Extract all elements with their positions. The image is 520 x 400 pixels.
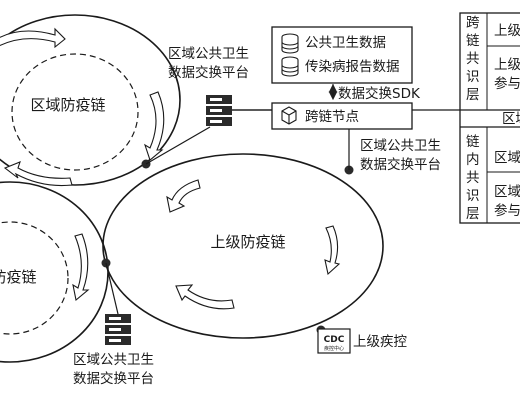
platform-right-label: 数据交换平台 [360,156,441,173]
data-sources-panel: 公共卫生数据 传染病报告数据 [271,26,413,84]
cdc-logo: CDC 疾控中心 [317,328,351,354]
regional-chain-top-label: 区域防疫链 [30,96,105,114]
upper-chain: 上级防疫链 [102,153,384,339]
consensus-divider-label: 区域 [502,111,520,127]
in-chain-layer-char: 层 [466,206,480,222]
cycle-arrow-icon [0,27,66,49]
platform-bottom-label: 数据交换平台 [73,370,154,387]
cycle-arrow-icon [72,233,90,302]
server-icon [105,314,131,345]
consensus-panel: 跨 链 共 识 层 上级 上级 参与 区域 链 内 共 识 层 区域 区域 参与 [459,12,520,224]
cross-chain-layer-char: 识 [466,69,480,85]
in-chain-layer-char: 识 [466,188,480,204]
database-icon [281,56,299,77]
cycle-arrow-icon [144,91,165,161]
cross-node-label: 跨链节点 [305,109,359,125]
in-chain-layer-char: 链 [466,134,480,150]
cdc-logo-text: CDC [324,335,345,345]
cdc-logo-subtext: 疾控中心 [324,345,344,352]
platform-top-label: 数据交换平台 [168,64,249,81]
sdk-label: 数据交换SDK [338,85,421,102]
cross-chain-layer-char: 链 [466,33,480,49]
regional-chain-left: 防疫链 [0,181,109,363]
cube-icon [281,106,297,125]
regional-chain-top: 区域防疫链 [0,14,181,187]
cross-chain-row-label: 上级 [494,57,520,73]
in-chain-row-label: 区域 [494,184,520,200]
in-chain-layer-char: 共 [466,170,480,186]
in-chain-row-label: 区域 [494,150,520,166]
cross-chain-node-box: 跨链节点 [271,102,413,130]
cross-chain-row-label: 上级 [494,23,520,39]
cycle-arrow-icon [166,179,201,213]
cross-chain-row-label: 参与 [494,75,520,92]
regional-chain-left-label: 防疫链 [0,268,37,286]
cycle-arrow-icon [324,225,341,276]
platform-top-label: 区域公共卫生 [168,46,249,62]
database-icon [281,33,299,54]
cycle-arrow-icon [3,161,73,187]
cross-chain-layer-char: 跨 [466,15,480,31]
platform-bottom-label: 区域公共卫生 [73,352,154,368]
cross-chain-layer-char: 层 [466,87,480,103]
cdc-label: 上级疾控 [353,334,407,350]
platform-right-label: 区域公共卫生 [360,138,441,154]
database-item-label: 公共卫生数据 [305,35,386,51]
cycle-arrow-icon [175,284,235,310]
cross-chain-layer-char: 共 [466,51,480,67]
server-icon [206,95,232,126]
in-chain-layer-char: 内 [466,152,480,168]
upper-chain-label: 上级防疫链 [210,233,285,251]
database-item-label: 传染病报告数据 [305,59,400,75]
in-chain-row-label: 参与 [494,202,520,219]
